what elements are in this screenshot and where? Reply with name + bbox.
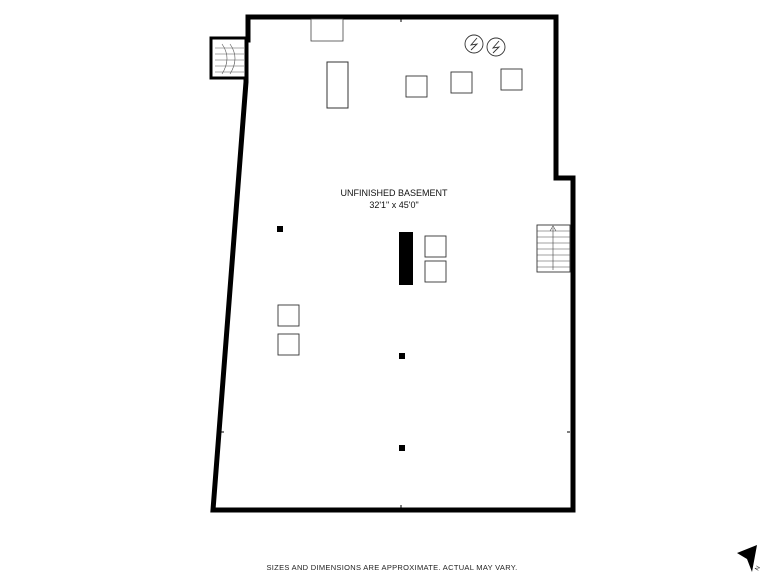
svg-text:N: N <box>755 565 762 572</box>
utility-box <box>450 71 473 94</box>
utility-box <box>424 260 447 283</box>
utility-box <box>405 75 428 98</box>
utility-box <box>500 68 523 91</box>
water-heater-icon <box>464 34 484 54</box>
interior-stairs <box>536 224 571 273</box>
utility-box <box>424 235 447 258</box>
chimney <box>399 232 413 285</box>
exterior-wall <box>210 14 576 513</box>
north-arrow-icon: N <box>737 545 762 572</box>
room-dimensions: 32'1" x 45'0" <box>369 200 418 210</box>
room-name: UNFINISHED BASEMENT <box>340 188 448 198</box>
support-post <box>277 226 283 232</box>
utility-box <box>277 333 300 356</box>
top-wall-box <box>310 18 344 42</box>
appliance-tank <box>326 61 349 109</box>
water-heater-icon <box>486 37 506 57</box>
exterior-stairs <box>209 36 248 80</box>
support-post <box>399 353 405 359</box>
disclaimer-text: SIZES AND DIMENSIONS ARE APPROXIMATE. AC… <box>266 563 518 572</box>
utility-box <box>277 304 300 327</box>
support-post <box>399 445 405 451</box>
